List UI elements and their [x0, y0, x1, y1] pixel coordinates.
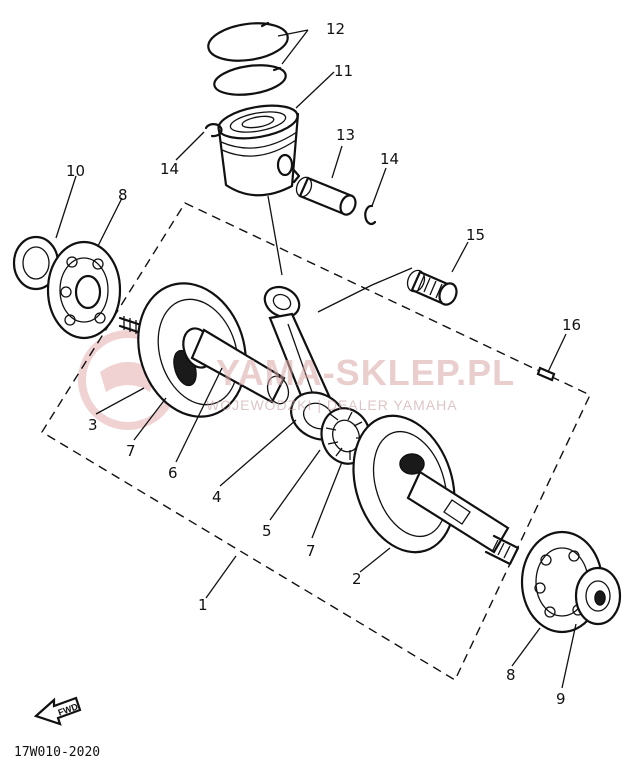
left-crank-bearing — [46, 240, 122, 340]
callout-7-right: 7 — [306, 542, 316, 560]
callout-10: 10 — [66, 162, 85, 180]
watermark-main: YAMA-SKLEP.PL — [216, 352, 515, 393]
callout-7-left: 7 — [126, 442, 136, 460]
circlip-left — [204, 123, 223, 138]
callout-1: 1 — [198, 596, 208, 614]
callout-14-right: 14 — [380, 150, 399, 168]
callout-13: 13 — [336, 126, 355, 144]
callout-8-right: 8 — [506, 666, 516, 684]
callout-8-left: 8 — [118, 186, 128, 204]
forward-direction-arrow: FWD — [33, 696, 82, 726]
crankshaft-assembly-boundary — [41, 202, 591, 681]
right-oil-seal — [574, 566, 622, 626]
callout-5: 5 — [262, 522, 272, 540]
callout-16: 16 — [562, 316, 581, 334]
callout-9: 9 — [556, 690, 566, 708]
bearing-to-rod-line — [317, 267, 413, 313]
callout-11: 11 — [334, 62, 353, 80]
piston-to-rod-line — [267, 195, 283, 276]
piston-pin — [295, 176, 357, 216]
figure-code: 17W010-2020 — [14, 745, 100, 760]
callout-6: 6 — [168, 464, 178, 482]
crank-pin — [182, 327, 290, 405]
circlip-right — [364, 204, 377, 225]
callout-4: 4 — [212, 488, 222, 506]
piston-rings — [207, 21, 289, 96]
piston — [217, 104, 301, 197]
callout-14-left: 14 — [160, 160, 179, 178]
right-crank-half — [352, 414, 520, 566]
small-end-needle-bearing — [406, 269, 458, 306]
callout-12: 12 — [326, 20, 345, 38]
callout-2: 2 — [352, 570, 362, 588]
callout-15: 15 — [466, 226, 485, 244]
woodruff-key — [536, 366, 556, 382]
callout-3: 3 — [88, 416, 98, 434]
watermark-sub: WOJEWÓDZKI | DEALER YAMAHA — [206, 397, 458, 413]
left-oil-seal — [12, 235, 60, 291]
callout-leaders — [55, 29, 577, 689]
